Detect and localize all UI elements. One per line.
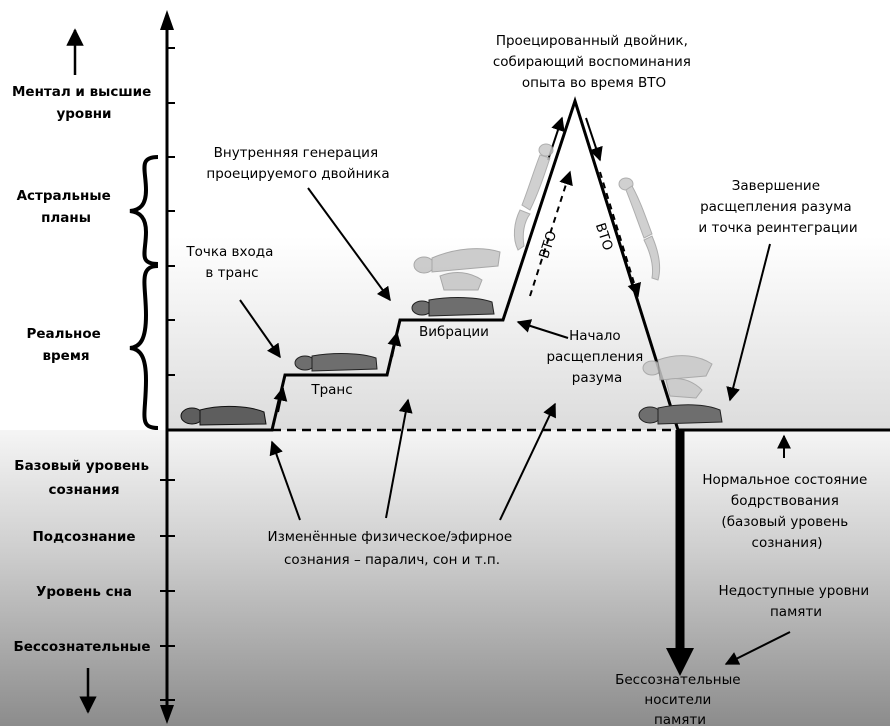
- descent-arrowhead: [666, 648, 694, 676]
- body-figure-trance: [294, 353, 378, 372]
- sleep-level-label: Уровень сна: [36, 584, 132, 600]
- altered-consciousness-label: Изменённые физическое/эфирное сознания –…: [267, 529, 516, 568]
- trance-label: Транс: [310, 382, 352, 398]
- altered-arrow-1: [269, 440, 301, 521]
- altered-arrow-3: [499, 402, 556, 521]
- ghost-double-reintegration: [642, 355, 713, 399]
- peak-arrow-down: [585, 117, 603, 162]
- mental-level-label: Ментал и высшие уровни: [12, 84, 156, 122]
- left-lower-region: [0, 430, 167, 726]
- internal-generation-label: Внутренняя генерация проецируемого двойн…: [206, 145, 389, 182]
- lower-region: [167, 430, 890, 726]
- unconscious-level-label: Бессознательные: [13, 639, 150, 655]
- axis-bottom-arrow: [160, 705, 174, 724]
- axis-top-arrow: [160, 10, 174, 30]
- base-level-label: Базовый уровень сознания: [14, 458, 153, 498]
- completion-arrow: [726, 243, 771, 402]
- altered-arrow-2: [385, 398, 413, 519]
- real-time-brace: [129, 264, 159, 430]
- unconscious-carriers-label: Бессознательные носители памяти: [615, 672, 745, 726]
- step-arrow-2: [387, 331, 402, 358]
- axis-ticks: [160, 47, 175, 701]
- subconscious-label: Подсознание: [33, 529, 136, 545]
- body-figure-vibrations: [411, 297, 495, 317]
- real-time-level-label: Реальное время: [26, 326, 105, 364]
- projected-double-label: Проецированный двойник, собирающий воспо…: [493, 33, 695, 91]
- inaccessible-arrow: [724, 631, 791, 665]
- inaccessible-memory-label: Недоступные уровни памяти: [719, 583, 874, 620]
- entry-arrow: [239, 299, 281, 359]
- body-figure-reintegration: [638, 404, 723, 425]
- internal-generation-arrow: [307, 187, 391, 302]
- body-figure-base: [180, 405, 267, 426]
- ghost-double-descending: [618, 177, 661, 281]
- completion-label: Завершение расщепления разума и точка ре…: [698, 178, 857, 236]
- ghost-double-vibrations: [413, 248, 501, 291]
- ghost-double-rising: [513, 143, 554, 251]
- astral-level-label: Астральные планы: [17, 188, 116, 226]
- normal-state-label: Нормальное состояние бодрствования (базо…: [702, 472, 871, 551]
- split-start-arrow: [516, 319, 569, 339]
- step-arrow-1: [273, 386, 288, 413]
- vibrations-label: Вибрации: [419, 324, 489, 340]
- entry-point-label: Точка входа в транс: [185, 244, 277, 281]
- split-start-label: Начало расщепления разума: [546, 328, 647, 386]
- astral-brace: [129, 155, 159, 266]
